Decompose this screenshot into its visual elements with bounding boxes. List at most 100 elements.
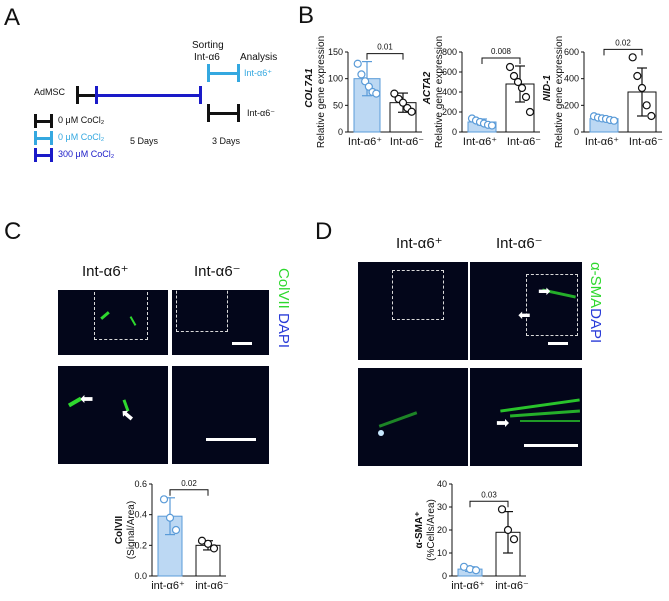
data-point-0-2 xyxy=(471,566,481,575)
p-value-label: 0.008 xyxy=(491,47,512,56)
d-arrow-icon-3: ➡ xyxy=(496,415,510,432)
y-tick-label-0: 0 xyxy=(452,127,457,137)
y-tick-label-1: 50 xyxy=(333,100,343,110)
y-tick-label-0: 0 xyxy=(574,127,579,137)
y-tick-label-3: 150 xyxy=(328,47,343,57)
legend-swatch-1 xyxy=(34,137,52,140)
int-neg-branch-label: Int-α6⁻ xyxy=(247,108,275,118)
c-scale-bar-zoom xyxy=(206,438,256,441)
category-label-1: int-α6⁻ xyxy=(195,580,229,592)
c-col-header-neg: Int-α6⁻ xyxy=(194,263,241,280)
y-axis-label: Relative gene expression xyxy=(554,36,565,148)
timeline-black-tick xyxy=(76,86,79,104)
timeline-navy-tick-start xyxy=(95,86,98,104)
legend-swatch-2-tick-l xyxy=(34,148,37,162)
category-label-1: Int-α6⁻ xyxy=(507,136,541,148)
branch-neg-tick-end xyxy=(237,104,240,122)
d-zoom-green-fiber-3 xyxy=(520,420,580,422)
significance-bracket xyxy=(481,57,521,64)
branch-pos-tick-end xyxy=(237,64,240,82)
admsc-label: AdMSC xyxy=(34,87,66,97)
p-value-label: 0.02 xyxy=(181,479,197,488)
c-image-pos-low xyxy=(58,290,168,355)
chart-title: COL7A1 xyxy=(304,68,315,108)
y-tick-label-2: 100 xyxy=(328,74,343,84)
data-point-1-2 xyxy=(209,544,219,553)
y-tick-label-3: 600 xyxy=(564,47,579,57)
sorting-sub-label: Int-α6 xyxy=(194,52,220,63)
y-tick-label-1: 200 xyxy=(442,107,457,117)
legend-swatch-1-tick-l xyxy=(34,131,37,145)
chart-title: NID-1 xyxy=(542,75,553,102)
c-roi-box-pos xyxy=(94,290,148,340)
y-tick-label-3: 0.6 xyxy=(134,479,147,489)
y-tick-label-0: 0.0 xyxy=(134,571,147,581)
data-point-1-0 xyxy=(628,53,637,62)
y-tick-label-2: 400 xyxy=(442,87,457,97)
branch-neg-tick-start xyxy=(207,104,210,122)
y-axis-label-bold: α-SMA⁺ xyxy=(414,512,425,549)
c-roi-box-neg xyxy=(176,290,228,332)
days3-label: 3 Days xyxy=(212,136,241,146)
d-roi-box-neg xyxy=(526,274,578,336)
data-point-1-4 xyxy=(521,92,531,102)
d-image-neg-zoom: ➡ xyxy=(470,368,582,466)
y-axis-label: (Signal/Area) xyxy=(126,501,137,559)
significance-bracket xyxy=(366,53,404,60)
data-point-1-1 xyxy=(503,525,513,535)
branch-pos-tick-start xyxy=(207,64,210,82)
y-tick-label-3: 30 xyxy=(437,502,447,512)
legend-swatch-0 xyxy=(34,120,52,123)
category-label-0: int-α6⁺ xyxy=(151,580,185,592)
d-col-header-pos: Int-α6⁺ xyxy=(396,235,443,252)
timeline-black-segment xyxy=(76,94,96,97)
panel-label-b: B xyxy=(298,2,315,29)
data-point-1-4 xyxy=(647,111,656,121)
legend-swatch-1-tick-r xyxy=(50,131,53,145)
d-zoom-green-fiber-2 xyxy=(509,409,581,418)
y-tick-label-2: 400 xyxy=(564,74,579,84)
data-point-0-5 xyxy=(487,121,497,130)
y-tick-label-1: 0.2 xyxy=(134,540,147,550)
d-stain-green: α-SMA xyxy=(587,262,604,309)
significance-bracket xyxy=(469,500,509,508)
data-point-1-1 xyxy=(509,71,519,81)
y-axis-label: (%Cells/Area) xyxy=(426,499,437,561)
y-axis-label: Relative gene expression xyxy=(316,36,327,148)
y-tick-label-2: 0.4 xyxy=(134,510,147,520)
category-label-1: Int-α6⁻ xyxy=(390,136,424,148)
category-label-0: Int-α6⁺ xyxy=(585,136,619,148)
data-point-1-0 xyxy=(390,89,399,98)
d-zoom-green-1 xyxy=(378,411,418,428)
data-point-1-5 xyxy=(525,107,535,117)
d-scale-bar-zoom xyxy=(524,444,578,447)
d-image-neg-low: ➡ ⬅ xyxy=(470,262,582,360)
data-point-0-2 xyxy=(171,525,181,535)
data-point-0-1 xyxy=(165,513,175,522)
y-tick-label-4: 800 xyxy=(442,47,457,57)
p-value-label: 0.03 xyxy=(481,490,497,499)
data-point-1-1 xyxy=(633,71,642,81)
significance-bracket xyxy=(603,48,643,56)
y-tick-label-1: 10 xyxy=(437,548,447,558)
c-stain-blue: DAPI xyxy=(275,313,292,349)
data-point-1-0 xyxy=(497,505,507,514)
data-point-1-4 xyxy=(407,107,416,116)
c-arrow-icon-1: ⬅ xyxy=(80,391,94,408)
significance-bracket xyxy=(169,489,209,496)
c-image-neg-low xyxy=(172,290,269,355)
y-tick-label-2: 20 xyxy=(437,525,447,535)
panel-label-c: C xyxy=(4,218,22,245)
category-label-0: Int-α6⁺ xyxy=(463,136,497,148)
category-label-1: Int-α6⁻ xyxy=(629,136,663,148)
d-zoom-nucleus xyxy=(378,430,384,436)
data-point-0-5 xyxy=(609,116,619,125)
int-pos-branch-label: Int-α6⁺ xyxy=(244,68,272,78)
panel-label-d: D xyxy=(315,218,333,245)
data-point-1-3 xyxy=(642,101,651,110)
c-image-pos-zoom: ⬅ ⬅ xyxy=(58,366,168,464)
y-axis-label-bold: ColVII xyxy=(114,516,125,545)
p-value-label: 0.02 xyxy=(615,38,631,47)
